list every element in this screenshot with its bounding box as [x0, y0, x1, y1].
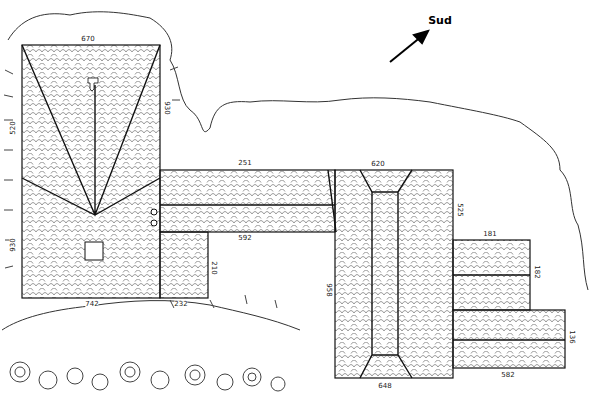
dimension-label: 582: [501, 372, 514, 379]
dimension-label: 251: [238, 160, 251, 167]
dimension-label: 182: [533, 265, 540, 278]
dimension-label: 958: [325, 283, 332, 296]
dimension-label: 930: [163, 101, 170, 114]
roofs: [22, 45, 565, 378]
vents: [151, 209, 157, 226]
dimension-label: 648: [378, 383, 391, 390]
dimension-label: 181: [483, 231, 496, 238]
dimension-label: 136: [568, 330, 575, 343]
ridge-lines: [22, 45, 565, 378]
dimension-label: 670: [81, 36, 94, 43]
north-arrow: [390, 31, 428, 62]
dimension-label: 742: [85, 301, 98, 308]
dimension-label: 592: [238, 235, 251, 242]
dimension-label: 232: [174, 301, 187, 308]
dimension-label: 620: [371, 161, 384, 168]
dimension-label: 930: [10, 238, 17, 251]
dormer: [88, 78, 98, 91]
orientation-label: Sud: [428, 15, 452, 26]
chimney: [85, 242, 103, 260]
terrain-line: [2, 301, 300, 330]
shrubs: [10, 362, 285, 391]
dimension-label: 520: [10, 121, 17, 134]
dimension-label: 210: [210, 261, 217, 274]
dimension-label: 525: [456, 203, 463, 216]
